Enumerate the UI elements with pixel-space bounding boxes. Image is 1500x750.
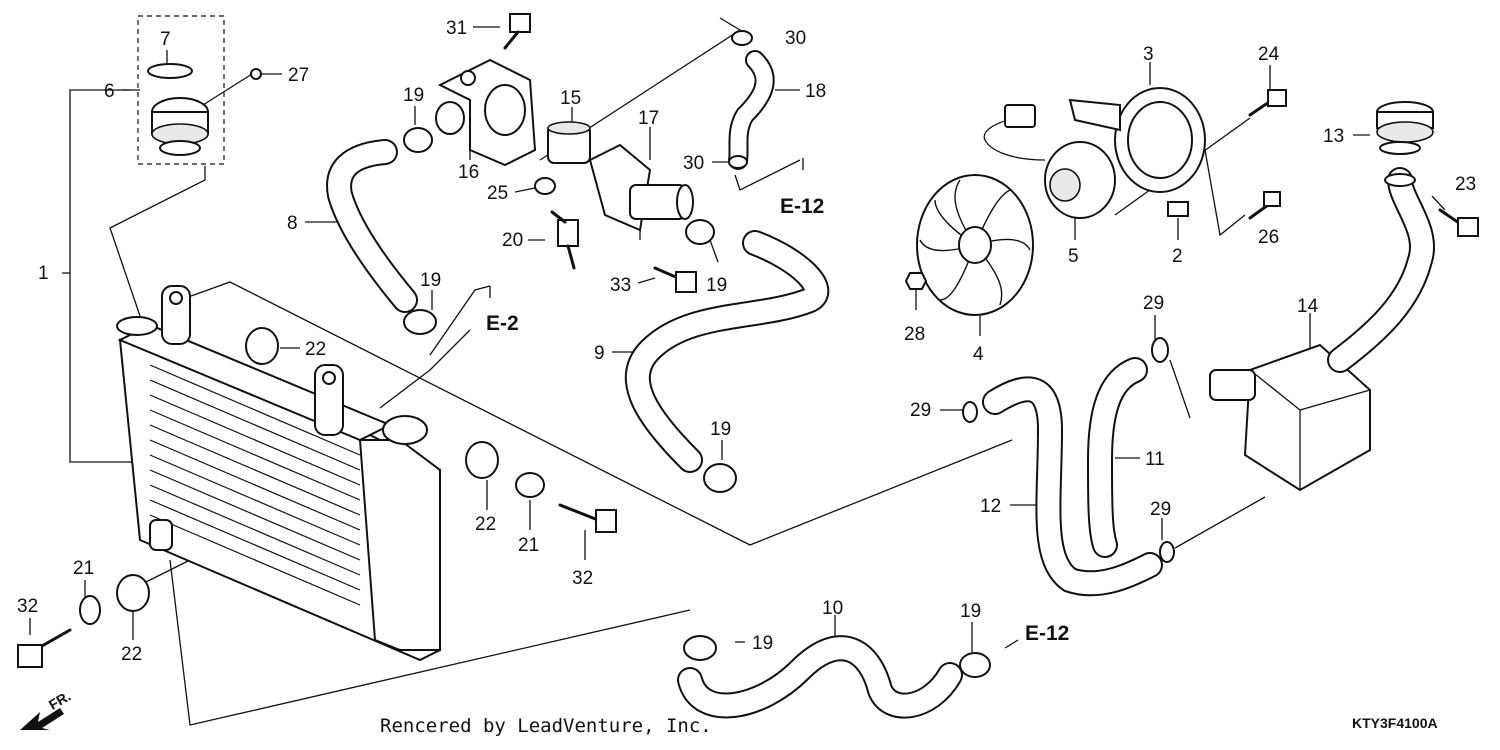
nut-28 [904, 272, 928, 290]
thermostat-housing [435, 58, 537, 167]
reference-labels: E-2 E-12 E-12 [486, 195, 1069, 645]
callout: 14 [1297, 296, 1319, 317]
callout: 32 [572, 568, 593, 589]
callout: 7 [160, 29, 171, 50]
fan-shroud [1068, 87, 1206, 193]
washer-25 [534, 177, 556, 195]
callout: 3 [1143, 44, 1154, 65]
radiator [116, 285, 441, 662]
callout: 32 [17, 596, 38, 617]
callout: 10 [822, 598, 843, 619]
callout: 29 [1143, 293, 1164, 314]
callout: 29 [910, 400, 931, 421]
callout: 18 [805, 81, 826, 102]
callout: 21 [518, 535, 539, 556]
callout: 12 [980, 496, 1001, 517]
radiator-cap [147, 63, 209, 156]
callout: 4 [973, 344, 984, 365]
callout: 19 [706, 275, 727, 296]
front-arrow [20, 708, 64, 730]
callout: 13 [1323, 126, 1344, 147]
diagram-code: KTY3F4100A [1352, 715, 1438, 731]
callout: 27 [288, 65, 309, 86]
front-label: FR. [46, 688, 74, 713]
tank-cap [1376, 101, 1434, 155]
callout: 5 [1068, 246, 1079, 267]
callout: 19 [960, 601, 981, 622]
callout-labels: 1 2 3 4 5 6 7 8 9 10 11 12 13 14 15 16 1… [17, 18, 1476, 665]
bolt-23 [1438, 208, 1479, 237]
fan-motor [983, 104, 1116, 219]
callout: 28 [904, 324, 925, 345]
reference-e2: E-2 [486, 312, 519, 335]
clamps-30 [728, 30, 753, 169]
bolts-32 [17, 503, 617, 668]
callout: 19 [420, 270, 441, 291]
callout: 9 [594, 343, 605, 364]
bolt-33 [653, 266, 697, 293]
callout: 6 [104, 81, 115, 102]
hose-10 [677, 635, 963, 719]
bolt-24 [1248, 89, 1287, 117]
grommets-22 [116, 327, 499, 612]
bolt-31 [503, 13, 531, 50]
clamps-29 [962, 337, 1175, 563]
reference-e12-bottom: E-12 [1025, 622, 1069, 645]
callout: 30 [785, 28, 806, 49]
callout: 23 [1455, 174, 1476, 195]
hose-8 [326, 139, 418, 313]
hose-11 [1086, 357, 1148, 558]
callout: 20 [502, 230, 523, 251]
collars-21 [79, 472, 545, 625]
reserve-tank [1209, 167, 1435, 492]
callout: 29 [1150, 499, 1171, 520]
callout: 22 [121, 644, 142, 665]
bolt-26 [1248, 191, 1281, 220]
reference-e12-top: E-12 [780, 195, 824, 218]
callout: 31 [446, 18, 467, 39]
callout: 24 [1258, 44, 1280, 65]
callout: 19 [752, 633, 773, 654]
thermostat [547, 121, 591, 164]
thermostat-cover [588, 143, 694, 232]
callout: 1 [38, 263, 49, 284]
hose-9 [624, 230, 830, 473]
callout: 22 [475, 514, 496, 535]
watermark: Rencered by LeadVenture, Inc. [380, 715, 712, 737]
hose-12 [982, 376, 1163, 597]
callout: 21 [73, 558, 94, 579]
callout: 26 [1258, 227, 1279, 248]
callout: 11 [1145, 449, 1165, 470]
callout: 19 [403, 85, 424, 106]
cooling-fan [916, 174, 1034, 316]
callout: 8 [287, 213, 298, 234]
callout: 33 [610, 275, 631, 296]
callout: 16 [458, 162, 479, 183]
screw-27 [250, 68, 262, 80]
temperature-sensor [550, 210, 579, 270]
callout: 17 [638, 108, 659, 129]
callout: 30 [683, 153, 704, 174]
clip-2 [1167, 201, 1189, 217]
callout: 22 [305, 339, 326, 360]
callout: 2 [1172, 246, 1183, 267]
callout: 19 [710, 419, 731, 440]
callout: 15 [560, 88, 581, 109]
callout: 25 [487, 183, 508, 204]
hose-18 [728, 50, 775, 170]
hose-clamps-19 [403, 127, 991, 678]
